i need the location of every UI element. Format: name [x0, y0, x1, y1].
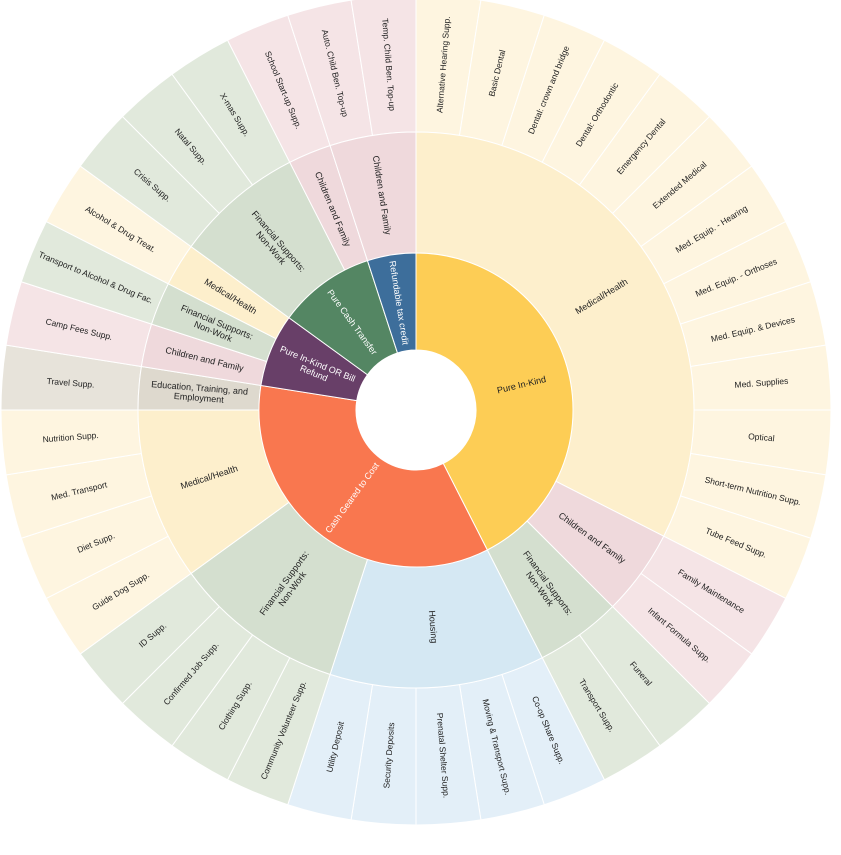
center-hole — [356, 350, 476, 470]
leaf-label-optical: Optical — [748, 431, 775, 443]
leaf-label-med-supplies: Med. Supplies — [734, 376, 788, 390]
category-label-housing: Housing — [427, 610, 440, 644]
leaf-label-travel-supp: Travel Supp. — [46, 376, 95, 390]
ring-segments — [0, 0, 832, 826]
leaf-label-nutrition-supp: Nutrition Supp. — [42, 430, 99, 444]
